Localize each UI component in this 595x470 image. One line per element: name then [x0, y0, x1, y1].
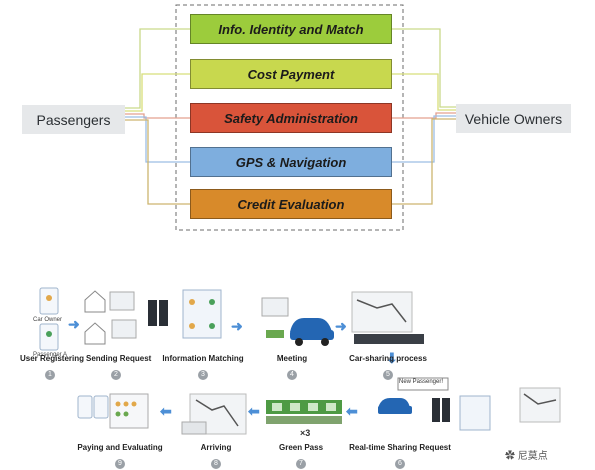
- connector-line: [125, 119, 190, 205]
- step-paying-and-evaluating: Paying and Evaluating 9: [77, 443, 163, 469]
- step-number: 6: [395, 459, 405, 469]
- connector-line: [125, 73, 190, 112]
- route-map-icon: [351, 291, 424, 344]
- new-passenger-text: New Passenger!: [399, 379, 444, 385]
- step-number: 2: [111, 370, 121, 380]
- step-number: 7: [296, 459, 306, 469]
- step-arriving: Arriving 8: [200, 443, 232, 469]
- step-green-pass: Green Pass 7: [278, 443, 324, 469]
- vehicle-owners-box: Vehicle Owners: [456, 104, 571, 133]
- step-user-registering: User Registering 1: [20, 354, 85, 380]
- service-safety-administration: Safety Administration: [190, 103, 392, 133]
- step-number: 3: [198, 370, 208, 380]
- connector-line: [392, 28, 456, 108]
- passengers-label: Passengers: [36, 111, 111, 128]
- service-info-identity-match: Info. Identity and Match: [190, 14, 392, 44]
- connector-line: [392, 115, 456, 163]
- service-label: GPS & Navigation: [235, 154, 347, 170]
- service-diagram: [125, 4, 456, 231]
- step-car-sharing-process: Car-sharing process 5: [349, 354, 427, 380]
- arrow-right-icon: ➜: [231, 318, 243, 334]
- service-label: Safety Administration: [224, 110, 358, 126]
- service-gps-navigation: GPS & Navigation: [190, 147, 392, 177]
- vehicle-owners-label: Vehicle Owners: [464, 110, 563, 127]
- step-real-time-sharing-request: Real-time Sharing Request 6: [349, 443, 451, 469]
- connector-line: [125, 28, 190, 109]
- step-number: 4: [287, 370, 297, 380]
- wechat-icon: ✿: [505, 451, 515, 462]
- matching-card-icon: [182, 289, 222, 339]
- arrow-left-icon: ⬅: [248, 403, 260, 419]
- sharing-request-icon: [378, 377, 561, 431]
- step-number: 1: [45, 370, 55, 380]
- car-owner-text: Car Owner: [33, 317, 63, 323]
- connector-line: [125, 113, 190, 119]
- arrow-left-icon: ⬅: [346, 403, 358, 419]
- multiplier-text: ×3: [300, 428, 311, 438]
- step-number: 5: [383, 370, 393, 380]
- service-credit-evaluation: Credit Evaluation: [190, 189, 392, 219]
- step-number: 8: [211, 459, 221, 469]
- step-sending-request: Sending Request 2: [86, 354, 152, 380]
- arrow-right-icon: ➜: [68, 316, 80, 332]
- service-label: Info. Identity and Match: [218, 21, 364, 37]
- arrow-right-icon: ➜: [335, 318, 347, 334]
- passenger-text: Passenger A: [33, 352, 68, 358]
- arrow-left-icon: ⬅: [160, 403, 172, 419]
- connector-line: [392, 73, 456, 111]
- house-icon: [84, 290, 137, 345]
- car-icon: [261, 297, 334, 346]
- step-number: 9: [115, 459, 125, 469]
- server-icon: [148, 300, 168, 326]
- step-meeting: Meeting 4: [276, 354, 308, 380]
- arriving-map-icon: [181, 393, 247, 435]
- payment-icon: [77, 393, 149, 429]
- arrow-down-icon: ⬇: [386, 350, 398, 366]
- green-pass-icon: [266, 400, 342, 424]
- watermark: ✿ 尼莫点: [505, 451, 548, 462]
- connector-line: [125, 116, 190, 163]
- connector-line: [392, 118, 456, 205]
- service-label: Credit Evaluation: [237, 196, 345, 212]
- connector-lines: [125, 28, 456, 205]
- process-illustrations: [39, 287, 561, 435]
- passengers-box: Passengers: [22, 105, 125, 134]
- service-label: Cost Payment: [247, 66, 335, 82]
- service-cost-payment: Cost Payment: [190, 59, 392, 89]
- step-information-matching: Information Matching 3: [162, 354, 244, 380]
- phone-icon: [39, 287, 59, 351]
